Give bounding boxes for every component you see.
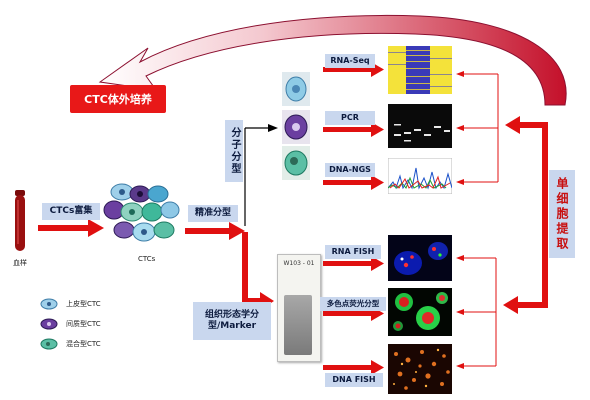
culture-label: CTC体外培养 [70,85,166,113]
method-label-rnafish: RNA FISH [325,245,381,259]
cell-image-mixed [282,146,310,180]
legend-label: 间质型CTC [66,320,101,328]
legend-item: 上皮型CTC [40,294,160,314]
precision-arrow [185,222,245,240]
single-cell-label-text: 单细胞提取 [555,176,569,252]
dnafish-image [388,344,452,394]
slide-sample-area [284,295,312,355]
microscope-slide: W103 - 01 [277,254,321,362]
multicolor-fluorescence-image [388,288,452,336]
precision-label: 精准分型 [188,205,238,222]
epithelial-cell-icon [40,298,58,310]
molecular-label: 分子分型 [225,120,243,182]
rnafish-image [388,235,452,281]
morphology-label: 组织形态学分型/Marker [193,302,271,340]
molecular-label-text: 分子分型 [229,127,240,175]
blood-tube-icon [15,190,25,251]
legend-item: 间质型CTC [40,314,160,334]
method-label-pcr: PCR [325,111,375,125]
legend-item: 混合型CTC [40,334,160,354]
method-label-dnangs: DNA-NGS [325,163,375,177]
cell-image-mesenchymal [282,110,310,144]
ctcs-caption: CTCs [138,255,156,263]
ctc-cluster-image [103,183,180,242]
legend-label: 混合型CTC [66,340,101,348]
mixed-cell-icon [40,338,58,350]
blood-caption: 血样 [13,259,27,267]
pcr-gel-image [388,104,452,148]
slide-label-top: W103 - 01 [283,260,315,267]
rnaseq-heatmap-image [388,46,452,94]
cell-image-epithelial [282,72,310,106]
legend: 上皮型CTC 间质型CTC 混合型CTC [40,294,160,354]
morphology-label-text: 组织形态学分型/Marker [204,309,259,331]
enrich-label: CTCs富集 [42,203,100,220]
method-label-dnafish: DNA FISH [325,373,383,387]
single-cell-label: 单细胞提取 [549,170,575,258]
dnangs-chromatogram-image [388,158,452,194]
legend-label: 上皮型CTC [66,300,101,308]
mesenchymal-cell-icon [40,318,58,330]
method-label-multicolor: 多色点荧光分型 [320,297,386,311]
method-label-rnaseq: RNA-Seq [325,54,375,68]
enrich-arrow [38,219,104,237]
